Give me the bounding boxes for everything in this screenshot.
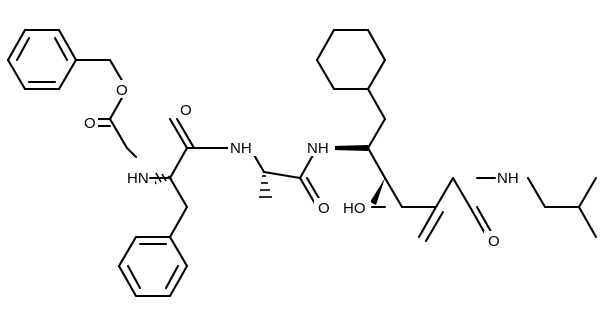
bond: [126, 264, 142, 290]
bond: [417, 205, 438, 239]
bond: [168, 235, 189, 268]
bond: [577, 176, 598, 209]
bond: [434, 176, 455, 209]
bond: [366, 146, 387, 180]
bond: [117, 264, 138, 298]
bond: [262, 170, 302, 180]
bond: [366, 87, 387, 121]
bond: [315, 58, 336, 91]
bond: [366, 28, 387, 62]
bond: [6, 28, 27, 62]
hash-bond: [259, 175, 272, 198]
atom-label-oxygen: O: [84, 115, 96, 132]
atom-label-nh: HN: [127, 170, 149, 187]
bond: [164, 264, 180, 290]
bond: [451, 176, 472, 209]
bond: [366, 117, 387, 150]
bonds: [6, 28, 598, 298]
bond: [168, 176, 189, 209]
atom-label-oxygen: O: [488, 233, 500, 250]
bond: [6, 58, 27, 91]
bond: [168, 264, 189, 298]
atom-label-oxygen: O: [116, 82, 128, 99]
bond: [424, 210, 445, 243]
atom-label-nh: NH: [230, 140, 252, 157]
label-connections: [125, 146, 497, 209]
bond: [57, 58, 78, 91]
bond: [57, 28, 78, 62]
atom-label-nh: NH: [307, 140, 329, 157]
atom-label-nh: NH: [497, 170, 519, 187]
bond: [315, 28, 336, 62]
bond: [366, 58, 387, 91]
bond: [53, 36, 69, 62]
stereo-bonds: [149, 145, 385, 205]
bond: [168, 117, 189, 150]
bond: [577, 205, 598, 239]
bond: [108, 117, 129, 150]
bond: [117, 235, 138, 268]
bond: [175, 117, 196, 150]
bond: [383, 176, 404, 209]
wedge-bond: [331, 145, 368, 151]
bond: [168, 205, 189, 239]
bond: [15, 36, 31, 62]
bond: [526, 176, 547, 209]
atom-labels: O O HN O NH O NH HO O NH: [80, 80, 525, 250]
atom-label-hydroxyl: HO: [343, 200, 366, 217]
atom-label-oxygen: O: [318, 200, 330, 217]
wedge-bond: [370, 178, 385, 205]
atom-label-oxygen: O: [180, 102, 192, 119]
bond: [168, 146, 189, 180]
